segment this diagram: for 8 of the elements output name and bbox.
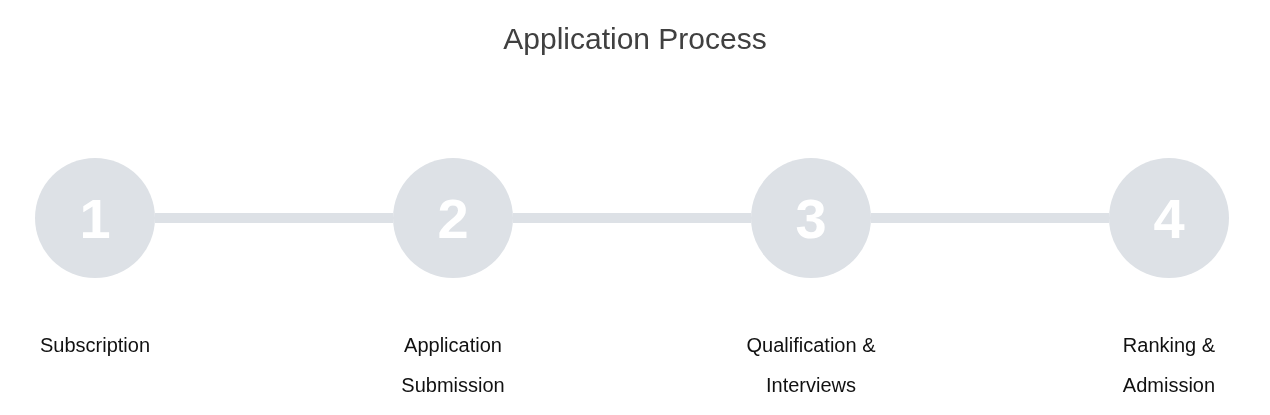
connector-line — [871, 213, 1109, 223]
step-label: Qualification & Interviews — [745, 333, 877, 398]
step-label: Subscription — [38, 333, 152, 358]
connector-line — [513, 213, 751, 223]
step-label: Ranking & Admission — [1121, 333, 1217, 398]
step-label: Application Submission — [400, 333, 506, 398]
connector-line — [155, 213, 393, 223]
title: Application Process — [502, 22, 768, 56]
